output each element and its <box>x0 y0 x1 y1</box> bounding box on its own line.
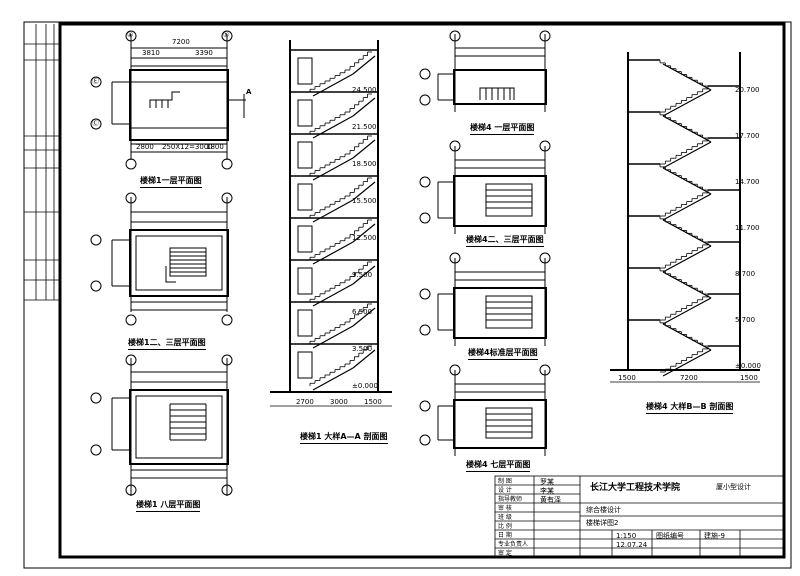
elevation-label: 9.500 <box>352 271 373 279</box>
plan4-2-3f-title: 楼梯4二、三层平面图 <box>466 235 544 247</box>
elevation-label: 8.700 <box>735 270 756 278</box>
elevation-label: 11.700 <box>735 224 760 232</box>
section-b-b-drawing <box>610 52 760 383</box>
elevation-label: 12.500 <box>352 234 377 242</box>
date-value: 12.07.24 <box>616 541 648 549</box>
project-name: 综合楼设计 <box>586 506 621 514</box>
plan4-std-drawing <box>419 252 551 346</box>
elevation-label: 18.500 <box>352 160 377 168</box>
elevation-label: 5.700 <box>735 316 756 324</box>
dim-1800: 1800 <box>206 143 224 151</box>
title-block-grid <box>494 475 785 558</box>
plan-1f-title: 楼梯1一层平面图 <box>140 176 202 188</box>
section-b-b-title: 楼梯4 大样B—B 剖面图 <box>646 402 734 414</box>
name-3: 黄有泽 <box>540 496 561 504</box>
plan4-1f-drawing <box>419 30 551 112</box>
elevation-label: ±0.000 <box>735 362 761 370</box>
axis-4: ④ <box>127 31 134 39</box>
title-block-row-label: 审 核 <box>498 505 512 512</box>
name-1: 罗某 <box>540 478 554 486</box>
plan4-7f-title: 楼梯4 七层平面图 <box>466 460 531 472</box>
plan-1f-drawing <box>90 30 246 170</box>
binding-margin-table <box>24 24 60 301</box>
title-block-row-label: 审 定 <box>498 550 512 557</box>
dimension-label: 1500 <box>740 374 758 382</box>
dimension-label: 2700 <box>296 398 314 406</box>
title-block-row-label: 日 期 <box>498 532 512 539</box>
elevation-label: 6.500 <box>352 308 373 316</box>
plan-8f-title: 楼梯1 八层平面图 <box>136 500 201 512</box>
dimension-label: 1500 <box>364 398 382 406</box>
dimension-label: 1500 <box>618 374 636 382</box>
axis-5: ⑤ <box>223 31 230 39</box>
dim-2800: 2800 <box>136 143 154 151</box>
plan4-7f-drawing <box>419 364 551 456</box>
drawing-border <box>58 22 786 559</box>
elevation-label: 24.500 <box>352 86 377 94</box>
sheet-no-label: 图纸编号 <box>656 532 684 540</box>
title-block-row-label: 专业负责人 <box>498 541 529 548</box>
school-name: 长江大学工程技术学院 <box>590 483 681 493</box>
section-marker-a: A <box>246 88 252 96</box>
plan-2-3f-title: 楼梯1二、三层平面图 <box>128 338 206 350</box>
dimension-label: 3000 <box>330 398 348 406</box>
elevation-label: 17.700 <box>735 132 760 140</box>
plan4-std-title: 楼梯4标准层平面图 <box>468 348 538 360</box>
elevation-label: 20.700 <box>735 86 760 94</box>
name-2: 李某 <box>540 487 554 495</box>
title-block-row-label: 指导教师 <box>498 496 523 503</box>
title-block-row-label: 比 例 <box>498 523 512 530</box>
dim-3390: 3390 <box>195 49 213 57</box>
section-a-a-title: 楼梯1 大样A—A 剖面图 <box>300 432 388 444</box>
scale-value: 1:150 <box>616 532 637 540</box>
sheet-name: 楼梯详图2 <box>586 519 619 527</box>
elevation-label: 21.500 <box>352 123 377 131</box>
title-block-row-label: 制 图 <box>498 478 512 485</box>
dim-3000: 250X12=3000 <box>162 143 213 151</box>
title-block-row-label: 设 计 <box>498 487 512 494</box>
axis-c: Ⓒ <box>92 119 99 127</box>
plan-8f-drawing <box>90 354 233 496</box>
axis-e: Ⓔ <box>92 77 99 85</box>
dimension-label: 7200 <box>680 374 698 382</box>
elevation-label: 15.500 <box>352 197 377 205</box>
dim-3810: 3810 <box>142 49 160 57</box>
plan4-2-3f-drawing <box>419 140 551 234</box>
plan4-1f-title: 楼梯4 一层平面图 <box>470 123 535 135</box>
sheet-no-value: 建施-9 <box>704 532 725 540</box>
section-a-a-drawing <box>270 40 392 407</box>
drawing-subtitle: 厦小型设计 <box>716 483 751 491</box>
plan-2-3f-drawing <box>90 192 233 326</box>
elevation-label: ±0.000 <box>352 382 378 390</box>
title-block-row-label: 班 级 <box>498 514 512 521</box>
dim-total-7200: 7200 <box>172 38 190 46</box>
elevation-label: 3.500 <box>352 345 373 353</box>
elevation-label: 14.700 <box>735 178 760 186</box>
